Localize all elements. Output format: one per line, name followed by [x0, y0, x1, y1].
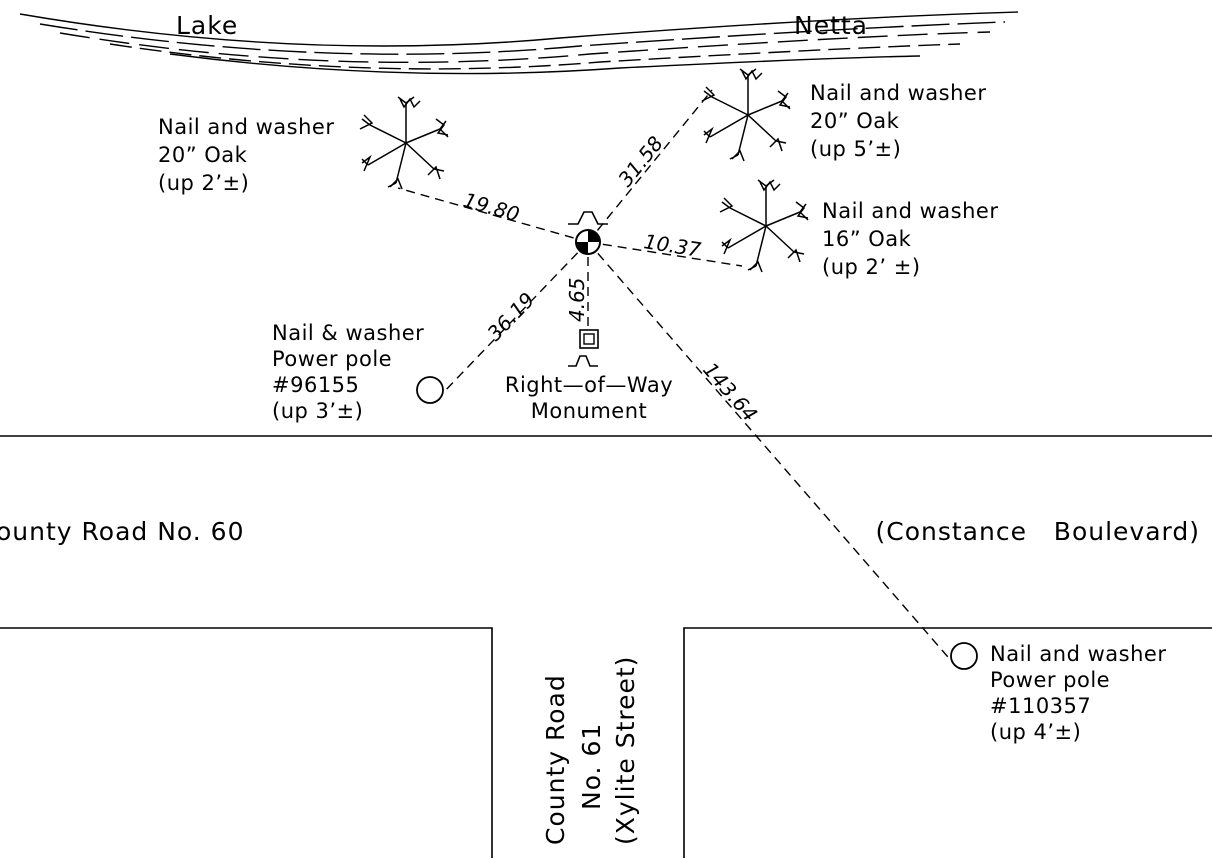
- oak-left-description: Nail and washer 20” Oak (up 2’±): [158, 115, 334, 195]
- lake-name-word1: Lake: [176, 11, 238, 40]
- oak-right-line2: 16” Oak: [822, 227, 912, 251]
- road-name-side-line3: (Xylite Street): [611, 656, 640, 845]
- tie-line-oak-top: [587, 89, 713, 243]
- distance-oak-top: 31.58: [613, 132, 668, 192]
- oak-top-line3: (up 5’±): [810, 137, 901, 161]
- road-name-side-line1: County Road: [541, 674, 570, 845]
- pole-right-line1: Nail and washer: [990, 642, 1166, 666]
- distance-row-monument: 4.65: [565, 277, 589, 322]
- oak-tree-top: [701, 68, 791, 162]
- oak-right-description: Nail and washer 16” Oak (up 2’ ±): [822, 199, 998, 279]
- oak-top-line1: Nail and washer: [810, 81, 986, 105]
- tie-line-oak-right: [587, 241, 743, 267]
- pole-left-description: Nail & washer Power pole #96155 (up 3’±): [272, 321, 424, 423]
- lake-shoreline: [19, 11, 1019, 75]
- pole-right-line4: (up 4’±): [990, 720, 1081, 744]
- benchmark-symbol: [568, 211, 608, 255]
- distance-pole-left: 36.19: [482, 288, 539, 346]
- lake-name-word2: Netta: [794, 11, 868, 40]
- road-name-main-left: ounty Road No. 60: [0, 517, 244, 546]
- power-pole-left-symbol: [416, 376, 444, 404]
- power-pole-right-symbol: [950, 642, 978, 670]
- pole-left-line3: #96155: [272, 373, 359, 397]
- oak-top-description: Nail and washer 20” Oak (up 5’±): [810, 81, 986, 161]
- oak-right-line1: Nail and washer: [822, 199, 998, 223]
- pole-right-line3: #110357: [990, 694, 1091, 718]
- pole-left-line4: (up 3’±): [272, 399, 363, 423]
- tie-line-pole-left: [439, 241, 589, 397]
- row-monument-symbol: [568, 329, 599, 367]
- row-monument-label-line1: Right—of—Way: [505, 373, 673, 397]
- road-edge-southwest: [0, 627, 493, 858]
- oak-left-line1: Nail and washer: [158, 115, 334, 139]
- tie-line-pole-right: [587, 241, 955, 665]
- oak-top-line2: 20” Oak: [810, 109, 900, 133]
- oak-left-line2: 20” Oak: [158, 143, 248, 167]
- row-monument-label-line2: Monument: [531, 399, 648, 423]
- pole-right-description: Nail and washer Power pole #110357 (up 4…: [990, 642, 1166, 744]
- oak-right-line3: (up 2’ ±): [822, 255, 921, 279]
- oak-tree-right: [719, 179, 809, 273]
- road-name-main-right: (Constance Boulevard): [875, 517, 1200, 546]
- road-edge-southeast: [683, 627, 1212, 858]
- distance-pole-right: 143.64: [698, 358, 762, 427]
- pole-right-line2: Power pole: [990, 668, 1110, 692]
- road-name-side-line2: No. 61: [577, 723, 606, 810]
- pole-left-line1: Nail & washer: [272, 321, 424, 345]
- tie-line-oak-left: [397, 187, 589, 243]
- distance-oak-left: 19.80: [461, 188, 523, 227]
- pole-left-line2: Power pole: [272, 347, 392, 371]
- distance-oak-right: 10.37: [642, 229, 703, 262]
- oak-tree-left: [359, 96, 449, 190]
- oak-left-line3: (up 2’±): [158, 171, 249, 195]
